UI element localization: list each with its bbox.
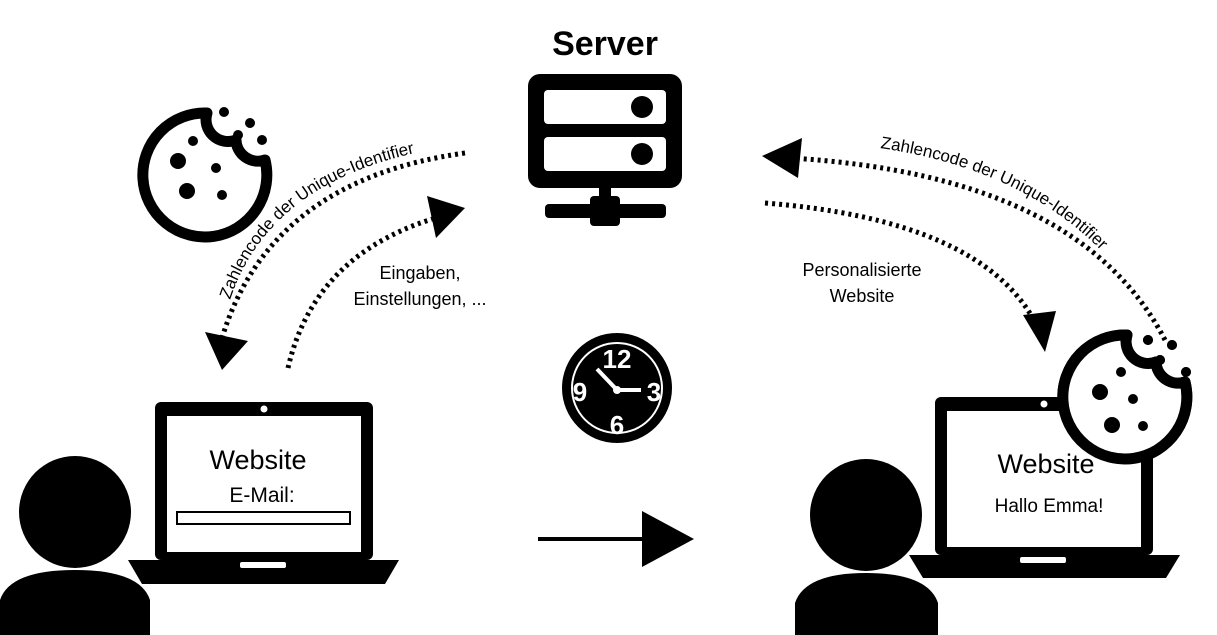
right-identifier-label: Zahlencode der Unique-Identifier bbox=[879, 133, 1111, 253]
clock-12: 12 bbox=[603, 344, 632, 374]
left-email-input[interactable] bbox=[176, 511, 351, 525]
cookie-left-icon bbox=[137, 107, 273, 243]
clock-6: 6 bbox=[610, 410, 624, 440]
right-website-label: Website bbox=[997, 449, 1094, 479]
arrowhead-right-up bbox=[762, 138, 802, 178]
clock-icon: 12 3 6 9 bbox=[562, 333, 672, 443]
left-email-label: E-Mail: bbox=[229, 484, 294, 507]
time-arrow bbox=[538, 511, 694, 567]
clock-3: 3 bbox=[647, 377, 661, 407]
clock-9: 9 bbox=[573, 377, 587, 407]
personalized-label-line1: Personalisierte bbox=[802, 260, 921, 280]
arrow-left-to-server bbox=[285, 212, 447, 369]
arrowhead-left-up bbox=[427, 196, 465, 238]
input-label-line2: Einstellungen, ... bbox=[353, 289, 486, 309]
server-icon bbox=[528, 74, 682, 226]
cookie-right-overlay bbox=[1057, 329, 1193, 465]
personalized-label-line2: Website bbox=[830, 286, 895, 306]
arrowhead-right-down bbox=[1023, 311, 1056, 352]
left-website-label: Website bbox=[209, 445, 306, 475]
arrowhead-left-down bbox=[205, 332, 248, 370]
right-person-icon bbox=[795, 459, 938, 635]
right-greeting: Hallo Emma! bbox=[995, 496, 1104, 517]
arrow-server-to-left bbox=[219, 150, 466, 339]
server-title: Server bbox=[552, 25, 658, 63]
arrow-right-to-server bbox=[789, 155, 1168, 342]
input-label-line1: Eingaben, bbox=[379, 263, 460, 283]
left-person-icon bbox=[0, 456, 150, 635]
